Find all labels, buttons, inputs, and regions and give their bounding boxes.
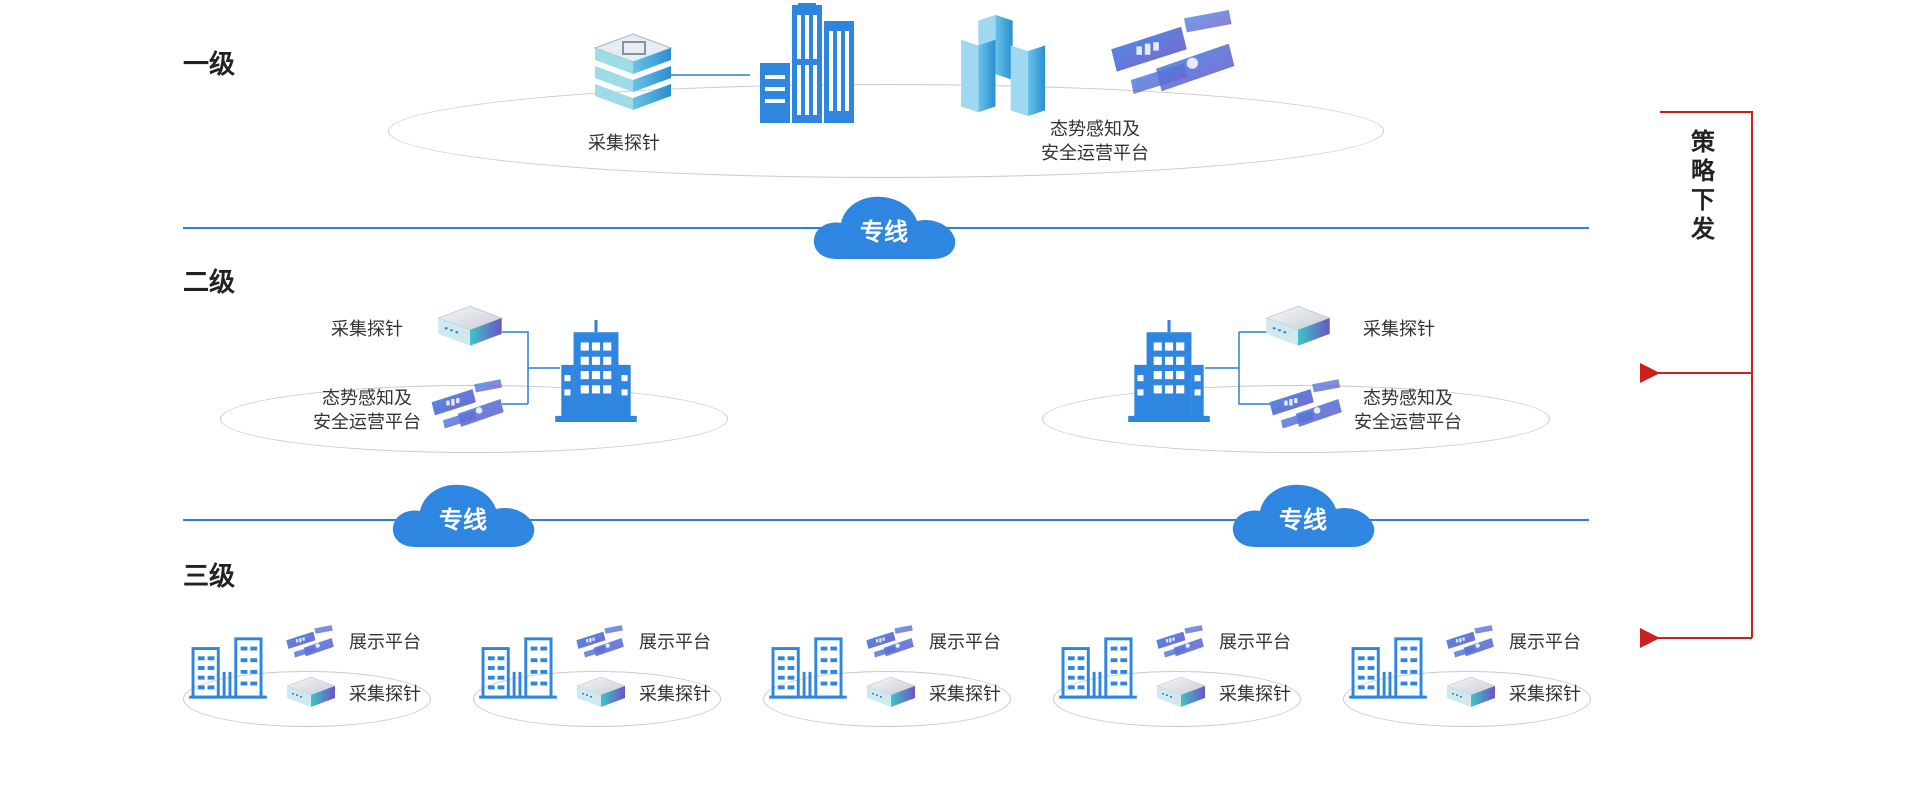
level-3-unit: 展示平台 采集探针 — [1053, 625, 1301, 729]
connector-line — [670, 74, 750, 76]
probe-box-icon — [1446, 676, 1496, 708]
level-2-label: 二级 — [183, 268, 236, 298]
level-2-right-platform-label: 态势感知及 安全运营平台 — [1348, 387, 1468, 435]
level-1-ellipse — [388, 84, 1384, 178]
level-2-left-ellipse — [220, 385, 728, 453]
level-2-left-connector — [502, 331, 560, 405]
campus-building-icon — [189, 637, 267, 699]
level-3-unit: 展示平台 采集探针 — [183, 625, 431, 729]
level-1-label: 一级 — [183, 50, 236, 80]
platform-label-line-2: 安全运营平台 — [313, 412, 421, 433]
campus-building-icon — [1349, 637, 1427, 699]
platform-label-line-1: 态势感知及 — [1363, 388, 1453, 409]
display-platform-label: 展示平台 — [1219, 632, 1291, 653]
probe-box-icon — [286, 676, 336, 708]
level-3-unit: 展示平台 采集探针 — [763, 625, 1011, 729]
level-3-unit-ellipse — [763, 671, 1011, 727]
level-2-right-platform-icon — [1269, 379, 1342, 429]
level-2-left-probe-label: 采集探针 — [331, 319, 403, 340]
display-platform-icon — [576, 625, 624, 658]
level-2-right-probe-label: 采集探针 — [1363, 319, 1435, 340]
campus-building-icon — [479, 637, 557, 699]
building-icon — [760, 3, 854, 123]
display-platform-icon — [866, 625, 914, 658]
probe-label: 采集探针 — [1509, 684, 1581, 705]
level-2-left-building-icon — [555, 320, 637, 422]
level-2-left-platform-icon — [431, 379, 504, 429]
probe-server-icon — [593, 32, 673, 112]
probe-box-icon — [1156, 676, 1206, 708]
campus-building-icon — [1059, 637, 1137, 699]
cloud-label-top: 专线 — [860, 218, 908, 246]
probe-box-icon — [866, 676, 916, 708]
cloud-label-left: 专线 — [439, 506, 487, 534]
platform-label-line-1: 态势感知及 — [1050, 119, 1140, 140]
probe-box-icon — [576, 676, 626, 708]
cloud-icon-right — [1232, 484, 1375, 547]
policy-label: 策略下发 — [1691, 128, 1715, 243]
display-platform-label: 展示平台 — [639, 632, 711, 653]
level-3-unit-ellipse — [473, 671, 721, 727]
level-3-unit-ellipse — [1053, 671, 1301, 727]
display-platform-icon — [1156, 625, 1204, 658]
level-2-right-probe-icon — [1265, 305, 1331, 347]
platform-label-line-2: 安全运营平台 — [1041, 143, 1149, 164]
level-2-left-platform-label: 态势感知及 安全运营平台 — [307, 387, 427, 435]
cloud-icon-left — [392, 484, 535, 547]
platform-label-line-1: 态势感知及 — [322, 388, 412, 409]
probe-label: 采集探针 — [929, 684, 1001, 705]
display-platform-icon — [1446, 625, 1494, 658]
probe-label: 采集探针 — [1219, 684, 1291, 705]
level-3-unit-ellipse — [183, 671, 431, 727]
display-platform-label: 展示平台 — [929, 632, 1001, 653]
level-1-platform-label: 态势感知及 安全运营平台 — [1030, 118, 1160, 166]
level-3-unit-ellipse — [1343, 671, 1591, 727]
platform-label-line-2: 安全运营平台 — [1354, 412, 1462, 433]
level-2-right-building-icon — [1128, 320, 1210, 422]
campus-building-icon — [769, 637, 847, 699]
probe-label: 采集探针 — [349, 684, 421, 705]
display-platform-icon — [286, 625, 334, 658]
level-3-label: 三级 — [183, 562, 236, 592]
display-platform-label: 展示平台 — [1509, 632, 1581, 653]
cloud-label-right: 专线 — [1279, 506, 1327, 534]
display-platform-label: 展示平台 — [349, 632, 421, 653]
cloud-icon-top — [813, 196, 956, 259]
level-3-unit: 展示平台 采集探针 — [473, 625, 721, 729]
level-1-probe-label: 采集探针 — [588, 133, 660, 154]
divider-line-2 — [183, 519, 1589, 521]
level-2-left-probe-icon — [437, 305, 503, 347]
probe-label: 采集探针 — [639, 684, 711, 705]
level-2-right-ellipse — [1042, 385, 1550, 453]
level-2-right-connector — [1205, 331, 1271, 405]
server-rack-icon — [961, 14, 1046, 117]
level-3-unit: 展示平台 采集探针 — [1343, 625, 1591, 729]
policy-arrows — [1640, 111, 1753, 648]
platform-screens-icon — [1111, 10, 1235, 94]
